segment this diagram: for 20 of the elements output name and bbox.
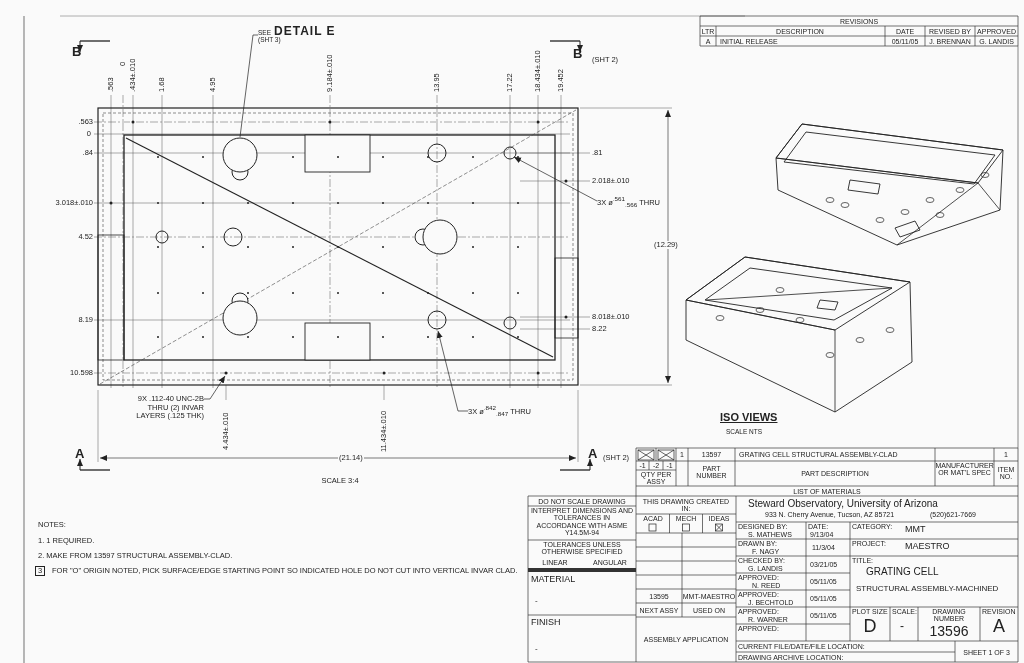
title-block-text: - [900,620,904,633]
title-block-text: STRUCTURAL ASSEMBLY-MACHINED [856,585,999,594]
section-letter: B [72,45,82,59]
view-title: ISO VIEWS [720,412,778,424]
title-block-text: D [863,617,877,636]
section-letter: A [75,447,85,461]
section-letter: A [588,447,598,461]
organization-name: Steward Observatory, University of Arizona [748,499,938,510]
title-block-text: 13596 [929,624,969,639]
title-block-text: MAESTRO [905,542,950,552]
title-block-text: A [993,617,1005,636]
title-block-text: MATERIAL [531,575,576,585]
title-block-text: MMT [905,525,926,535]
leader-line [239,34,259,138]
callout-text: DETAIL E [274,24,336,38]
section-letter: B [573,47,583,61]
title-block-text: - [535,645,538,654]
title-block-text: FINISH [531,618,561,628]
title-block-text: - [535,597,538,606]
title-block-text: GRATING CELL [866,567,939,578]
